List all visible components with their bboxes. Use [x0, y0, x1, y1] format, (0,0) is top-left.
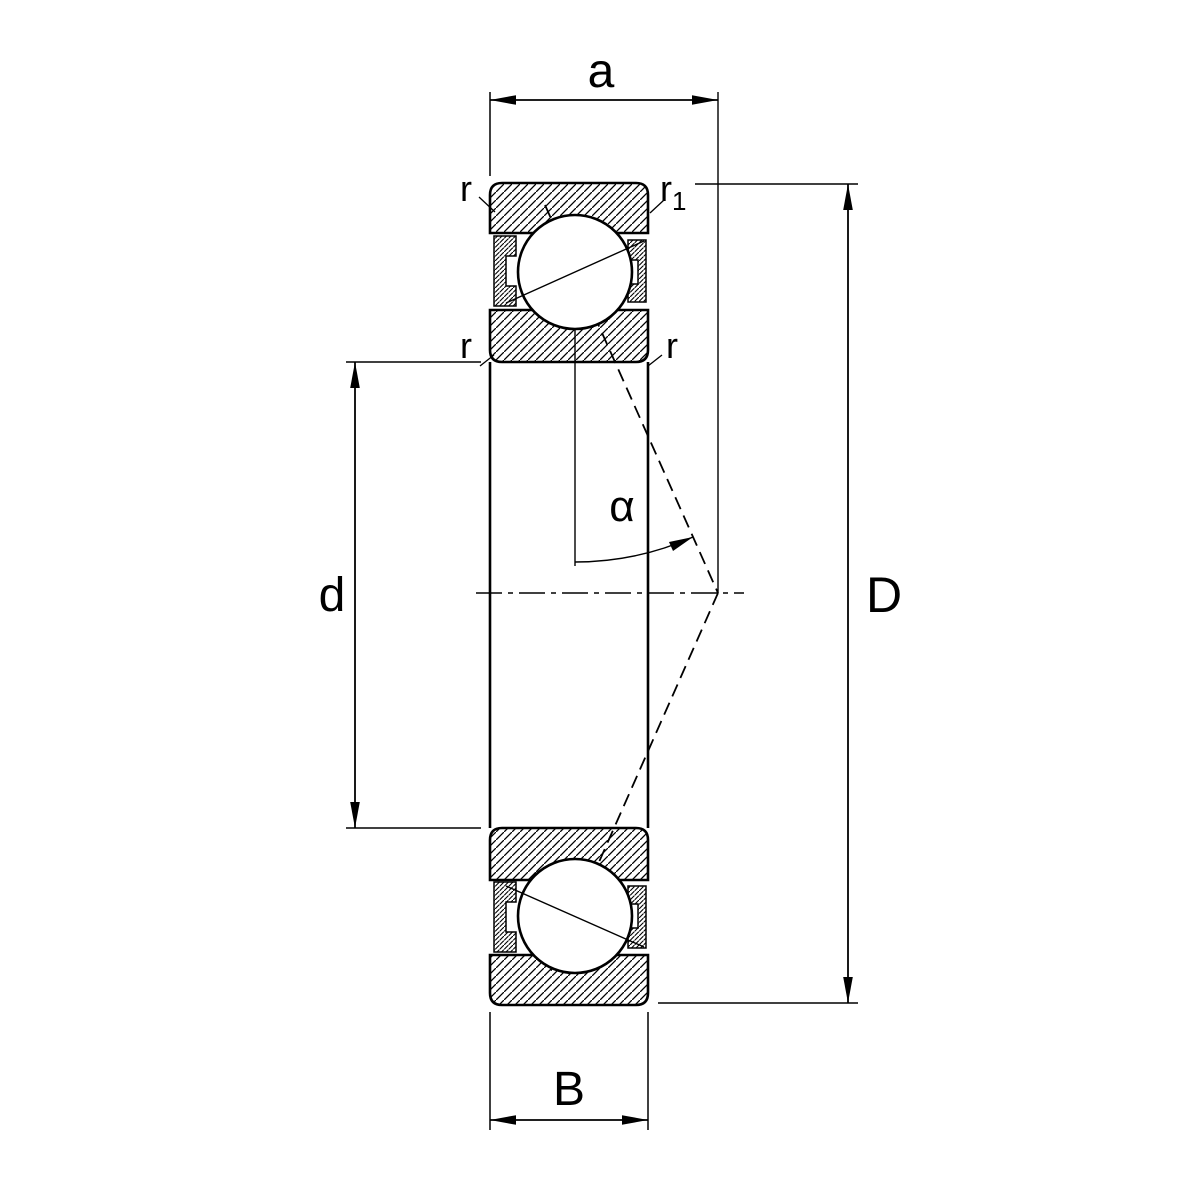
- label-B: B: [553, 1063, 585, 1116]
- label-r-inner-right: r: [666, 325, 678, 366]
- dimension-D: D: [658, 183, 902, 1004]
- dimension-d-arrow-top: [350, 362, 360, 388]
- chamfer-labels: r r1 r r: [460, 168, 686, 367]
- dimension-B-arrow-right: [622, 1115, 648, 1125]
- dimension-a: a: [489, 45, 718, 176]
- dimension-B-arrow-left: [490, 1115, 516, 1125]
- label-d: d: [319, 569, 346, 622]
- seal-bottom-right: [627, 885, 647, 949]
- inner-ring-top-section: [488, 308, 650, 364]
- label-r1-outer-right: r1: [660, 168, 686, 216]
- seal-top-right: [627, 239, 647, 303]
- label-r-outer-left: r: [460, 168, 472, 209]
- seal-top-left: [493, 235, 517, 307]
- dimension-a-arrow-left: [490, 95, 516, 105]
- leader-r1-outer-right: [649, 199, 665, 214]
- seal-bottom-left: [493, 881, 517, 953]
- label-D: D: [866, 567, 902, 623]
- bearing-body: [488, 181, 650, 1007]
- dimension-d-arrow-bottom: [350, 802, 360, 828]
- label-r-inner-left: r: [460, 325, 472, 366]
- ball-top-center-mark: [505, 240, 645, 304]
- inner-ring-bottom-section: [488, 826, 650, 882]
- label-alpha: α: [609, 482, 634, 531]
- dimension-B: B: [489, 1012, 649, 1130]
- label-a: a: [588, 45, 615, 98]
- outer-ring-bottom-section: [488, 953, 650, 1007]
- leader-r-outer-left: [478, 196, 496, 213]
- outer-ring-top-section: [488, 181, 650, 235]
- dimension-D-arrow-bottom: [843, 977, 853, 1003]
- leader-r-inner-left: [479, 354, 495, 367]
- dimension-D-arrow-top: [843, 184, 853, 210]
- dimension-d: d: [319, 361, 481, 829]
- contact-angle-arrow: [669, 537, 693, 551]
- ball-bottom-center-mark: [505, 885, 645, 948]
- dimension-a-arrow-right: [692, 95, 718, 105]
- leader-r-inner-right: [647, 354, 663, 367]
- contact-angle-annotation: α: [574, 482, 694, 563]
